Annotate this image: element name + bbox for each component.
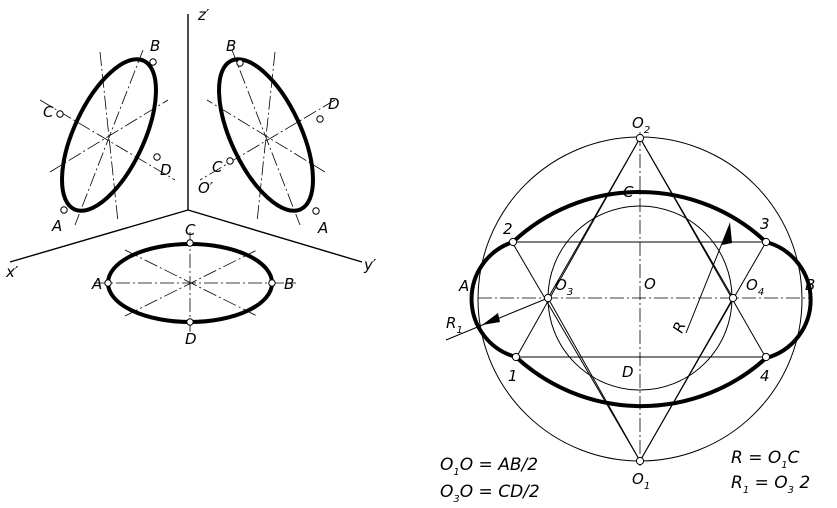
label-c: C [623,183,634,201]
x-axis-label: x′ [5,263,19,281]
ellipse-zx-label-d: D [160,161,172,179]
formula-r: R = O1C [731,448,800,471]
ellipse-zx-label-b: B [150,37,160,55]
label-point-1: 1 [508,367,518,385]
label-o1: O1 [632,470,650,492]
ellipse-zx-plane [39,49,176,226]
ellipse-xy-label-c: C [185,221,196,239]
ellipse-zy-label-c: C [212,158,223,176]
label-o-centre: O [644,275,656,293]
ellipse-zx-label-c: C [43,103,54,121]
label-o4: O4 [746,276,764,298]
label-o2: O2 [632,114,650,136]
ellipse-xy-label-b: B [284,275,294,293]
label-point-4: 4 [760,367,770,385]
ellipse-xy-label-d: D [185,330,197,348]
formula-o1o: O1O = AB/2 [440,455,538,478]
label-a: A [458,277,469,295]
ellipse-zx-outline [60,57,158,213]
ellipse-xy-plane [94,232,296,332]
ellipse-zy-label-b: B [226,37,236,55]
y-axis-label: y′ [363,256,377,274]
ellipse-zy-plane [199,49,336,226]
label-o3: O3 [555,276,573,298]
label-point-2: 2 [503,220,513,238]
ellipse-zy-label-a: A [317,219,328,237]
label-radius-r1: R1 [446,314,463,336]
ellipse-zy-label-d: D [328,95,340,113]
label-point-3: 3 [760,215,770,233]
y-axis-line [187,209,363,263]
r-leader-line [685,225,730,334]
ellipse-zx-label-a: A [51,217,62,235]
r-arrowhead [722,222,732,245]
z-axis-label: z′ [197,6,210,24]
origin-label: O′ [198,179,214,197]
ellipse-zy-outline [217,57,315,213]
formula-r1: R1 = O3 2 [731,473,810,496]
r1-arrowhead [482,313,500,325]
x-axis-line [9,209,189,263]
label-radius-r: R [669,319,690,335]
isometric-projection-group: z′ x′ y′ O′ B C D A [5,6,377,348]
ellipse-xy-label-a: A [91,275,102,293]
four-centre-construction-group [445,132,813,466]
construction-rhombus [547,137,734,463]
label-b: B [805,276,815,294]
formula-o3o: O3O = CD/2 [440,482,540,505]
label-d: D [622,363,634,381]
